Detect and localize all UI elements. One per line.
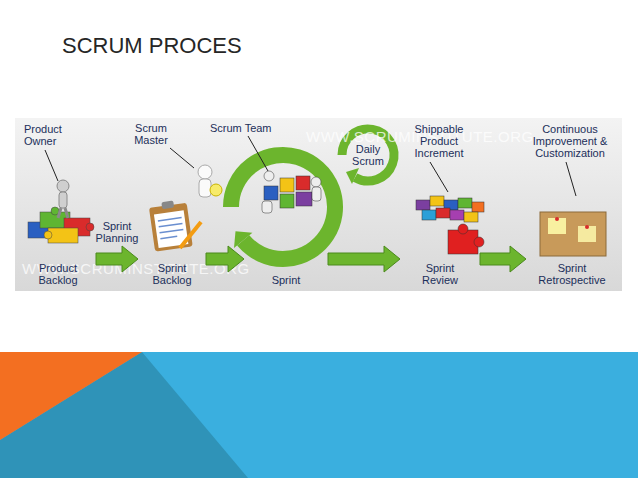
role-label: Continuous Improvement & Customization [520,123,620,159]
scrum-team-blocks-part [264,171,274,181]
product-increment-pieces-part [472,202,484,212]
edge-label: Sprint Planning [92,220,142,244]
product-owner-figure-part [57,180,69,192]
scrum-team-blocks-part [296,192,312,206]
clipboard-part [149,203,193,252]
role-label: Daily Scrum [348,143,388,167]
stage-label-column: Sprint Retrospective [526,262,618,286]
stage-label-column: Sprint [244,274,328,286]
clipboard-part [159,223,183,226]
stage-label: Product Backlog [33,262,83,286]
scrum-master-figure-part [210,184,222,196]
footer-band [0,352,638,478]
scrum-master-figure-part [199,179,211,197]
product-increment-pieces [416,196,484,254]
retrospective-board-part [548,218,566,234]
leader-lines-part [248,136,268,171]
product-increment-pieces-part [474,237,484,247]
retrospective-board-part [540,212,606,256]
stage-label: Sprint [256,274,316,286]
scrum-team-blocks-part [264,186,278,200]
product-increment-pieces-part [416,200,430,210]
footer-dark-triangle [0,352,248,478]
scrum-team-blocks-part [280,194,294,208]
stage-label-column: Sprint Review [400,262,480,286]
retrospective-board-part [578,226,596,242]
product-owner-figure-part [65,208,68,218]
product-owner-figure-part [59,192,67,208]
product-increment-pieces-part [458,224,468,234]
clipboard-part [161,201,174,210]
product-increment-pieces-part [430,196,444,206]
sprint-cycle-arrow [231,155,335,259]
clipboard-part [158,218,182,221]
process-stage: Sprint Retrospective [526,230,618,288]
scrum-team-blocks-part [311,177,321,187]
leader-lines-part [566,162,576,196]
role-label: Scrum Master [126,122,176,146]
product-increment-pieces-part [464,212,478,222]
scrum-master-figure [198,165,222,197]
stage-label-column: Product Backlog [20,262,96,286]
flow-arrow [206,246,244,272]
product-increment-pieces-part [458,198,472,208]
stage-label: Sprint Review [418,262,463,286]
role-label: Product Owner [24,123,76,147]
retrospective-board-part [585,225,589,229]
pencil [180,222,201,248]
puzzle-pieces-part [44,231,52,239]
leader-lines-part [170,148,194,168]
slide-title: SCRUM PROCES [62,33,242,59]
scrum-team-blocks-part [312,187,321,201]
flow-arrow [480,246,526,272]
product-increment-pieces-part [436,208,450,218]
stage-label: Sprint Backlog [150,262,195,286]
clipboard-part [160,236,177,238]
scrum-team-blocks-part [296,176,310,190]
product-owner-figure-part [58,208,61,218]
product-increment-pieces-part [450,210,464,220]
stage-label: Sprint Retrospective [532,262,612,286]
puzzle-pieces-part [86,223,94,231]
daily-scrum-loop-part [346,168,359,184]
retrospective-board-part [555,217,559,221]
leader-lines-part [430,162,448,192]
clipboard-part [160,229,184,232]
product-owner-figure [57,180,69,218]
scrum-team-blocks-part [280,178,294,192]
sprint-cycle-arrow-part [231,155,335,259]
flow-arrow [96,246,138,272]
role-label: Scrum Team [210,122,300,134]
role-label: Shippable Product Increment [406,123,472,159]
scrum-team-blocks-part [262,201,272,213]
process-stage: Product Backlog [20,230,96,288]
process-stage: Sprint [244,230,328,288]
scrum-master-figure-part [198,165,212,179]
process-stage: Sprint Review [400,230,480,288]
process-stage: Sprint Backlog [138,230,206,288]
scrum-team-blocks [262,171,321,213]
footer-orange-triangle [0,352,142,440]
clipboard [148,199,192,252]
flow-arrow [328,246,400,272]
leader-lines-part [45,150,58,181]
retrospective-board [540,212,606,256]
leader-lines [45,136,576,196]
puzzle-pieces [28,207,94,243]
puzzle-pieces-part [48,228,78,243]
sprint-cycle-arrow-part [234,231,252,248]
stage-label-column: Sprint Backlog [138,262,206,286]
product-increment-pieces-part [422,210,436,220]
